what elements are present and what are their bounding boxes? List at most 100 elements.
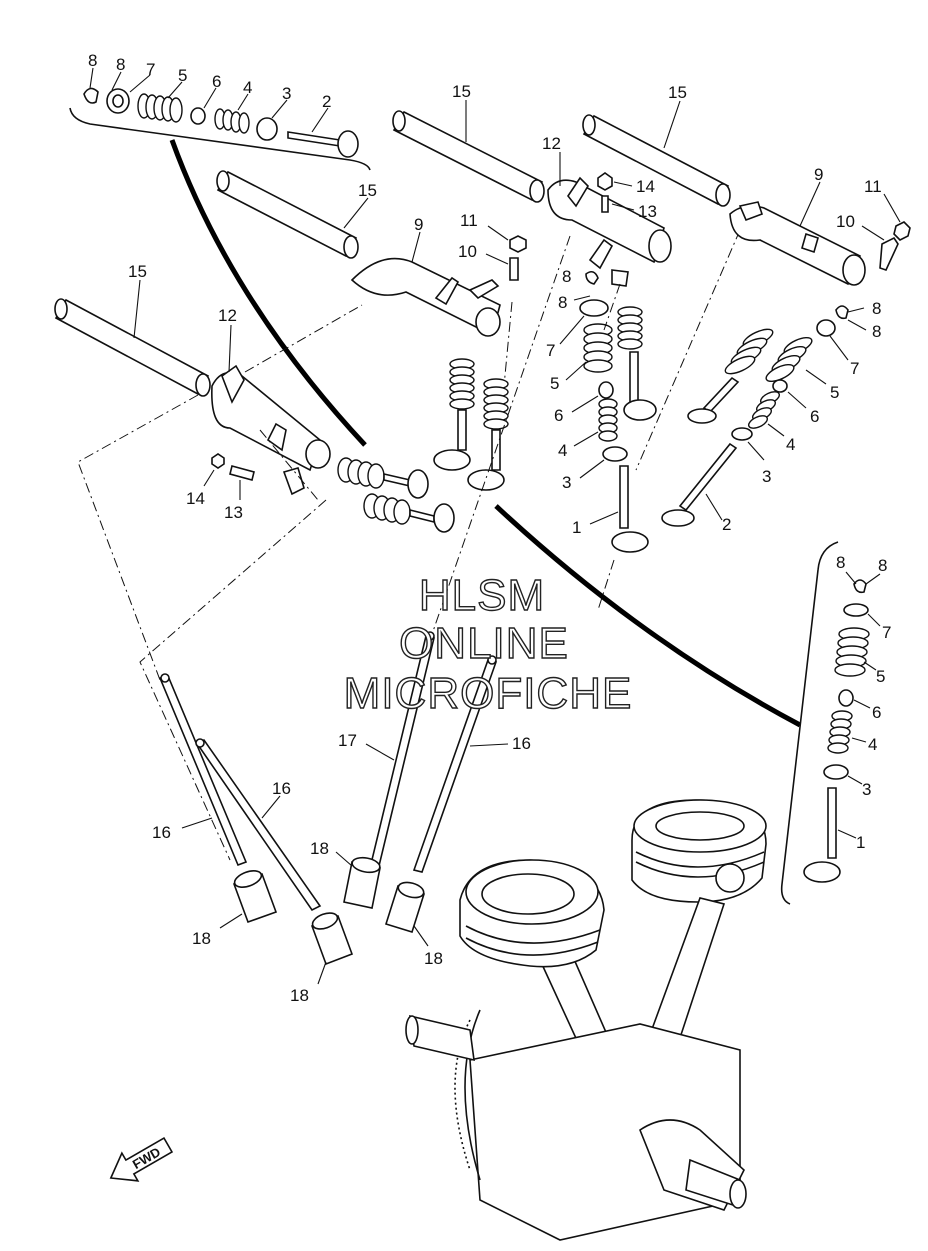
callout-14: 14 (636, 177, 655, 196)
connecting-rod-part (646, 897, 726, 1052)
callout-7: 7 (882, 623, 891, 642)
watermark-line-2: ONLINE (399, 619, 569, 668)
callout-4: 4 (868, 735, 877, 754)
cam-gear-part (464, 1009, 481, 1181)
callout-18: 18 (424, 949, 443, 968)
fwd-arrow-icon: FWD (109, 1136, 174, 1182)
right-rocker-group: 15 9 11 10 8 8 7 5 6 (582, 83, 911, 534)
callout-12: 12 (542, 134, 561, 153)
pushrod-part (158, 673, 248, 867)
callout-13: 13 (224, 503, 243, 522)
callout-18: 18 (290, 986, 309, 1005)
callout-9: 9 (414, 215, 423, 234)
callout-1: 1 (572, 518, 581, 537)
callout-8: 8 (872, 322, 881, 341)
stem-seal-part (772, 379, 788, 393)
outer-spring-part (137, 93, 183, 123)
intake-valve-part (611, 465, 649, 553)
valve-keeper-part (585, 270, 599, 285)
callout-15: 15 (128, 262, 147, 281)
callout-8: 8 (558, 293, 567, 312)
nut-part (597, 172, 613, 191)
valve-lifter-part (310, 912, 354, 966)
adjust-screw-part (509, 257, 519, 281)
left-inset-leader (169, 139, 367, 447)
callout-18: 18 (310, 839, 329, 858)
callout-8: 8 (836, 553, 845, 572)
valve-spring-assembly-part (617, 306, 657, 421)
inner-spring-part (747, 391, 781, 429)
spring-retainer-part (579, 299, 609, 317)
outer-spring-part (765, 336, 813, 383)
nut-part (211, 453, 225, 469)
spring-retainer-part (816, 319, 836, 337)
callout-3: 3 (762, 467, 771, 486)
piston-crank-illustration (405, 799, 767, 1241)
left-inset-bracket (69, 107, 371, 171)
callout-4: 4 (786, 435, 795, 454)
callout-12: 12 (218, 306, 237, 325)
outer-spring-part (583, 323, 613, 373)
callout-11: 11 (460, 211, 478, 230)
callout-17: 17 (338, 731, 357, 750)
pushrod-group: 17 16 16 16 (152, 631, 531, 912)
callout-10: 10 (836, 212, 855, 231)
lifter-group: 18 18 18 18 (192, 839, 443, 1005)
callout-6: 6 (810, 407, 819, 426)
callout-8: 8 (116, 55, 125, 74)
intake-valve-part (803, 787, 841, 883)
adjust-screw-part (601, 195, 609, 213)
outer-spring-part (834, 627, 870, 677)
valve-spring-assembly-part (687, 328, 774, 424)
pushrod-part (194, 738, 322, 912)
callout-16: 16 (152, 823, 171, 842)
callout-8: 8 (88, 51, 97, 70)
inner-spring-part (598, 398, 618, 442)
nut-part (509, 235, 527, 253)
valve-lifter-part (343, 856, 381, 909)
center-group: 15 12 14 13 8 8 7 5 (392, 82, 802, 728)
callout-5: 5 (876, 667, 885, 686)
callout-6: 6 (872, 703, 881, 722)
valve-lifter-part (384, 881, 426, 933)
callout-8: 8 (878, 556, 887, 575)
callout-7: 7 (146, 60, 155, 79)
valve-keeper-part (83, 87, 99, 104)
nut-part (893, 221, 911, 241)
callout-4: 4 (243, 78, 252, 97)
callout-7: 7 (546, 341, 555, 360)
rocker-shaft-part (392, 110, 545, 203)
piston-part (459, 859, 605, 968)
spring-seat-part (602, 446, 628, 462)
callout-2: 2 (722, 515, 731, 534)
exhaust-valve-part (661, 442, 738, 527)
valve-spring-assembly-part (363, 493, 455, 533)
adjust-screw-part (229, 465, 255, 481)
callout-15: 15 (358, 181, 377, 200)
callout-4: 4 (558, 441, 567, 460)
camshaft-part (409, 1014, 475, 1062)
callout-16: 16 (272, 779, 291, 798)
adjust-screw-part (879, 236, 899, 271)
callout-3: 3 (562, 473, 571, 492)
spring-seat-part (256, 117, 278, 141)
piston-part (631, 799, 767, 903)
spring-seat-part (823, 764, 849, 780)
watermark-line-1: HLSM (419, 571, 545, 620)
spring-retainer-part (843, 603, 869, 617)
left-inset-group: 8 8 7 5 6 4 3 2 (69, 51, 371, 447)
callout-1: 1 (856, 833, 865, 852)
callout-8: 8 (562, 267, 571, 286)
rocker-arm-part (547, 176, 672, 287)
callout-6: 6 (212, 72, 221, 91)
right-inset-leader (494, 504, 802, 728)
stem-seal-part (838, 689, 854, 707)
callout-6: 6 (554, 406, 563, 425)
callout-11: 11 (864, 177, 882, 196)
rocker-arm-part (350, 257, 501, 337)
inner-spring-part (827, 710, 853, 754)
callout-14: 14 (186, 489, 205, 508)
valve-spring-assembly-part (337, 457, 429, 499)
callout-3: 3 (862, 780, 871, 799)
